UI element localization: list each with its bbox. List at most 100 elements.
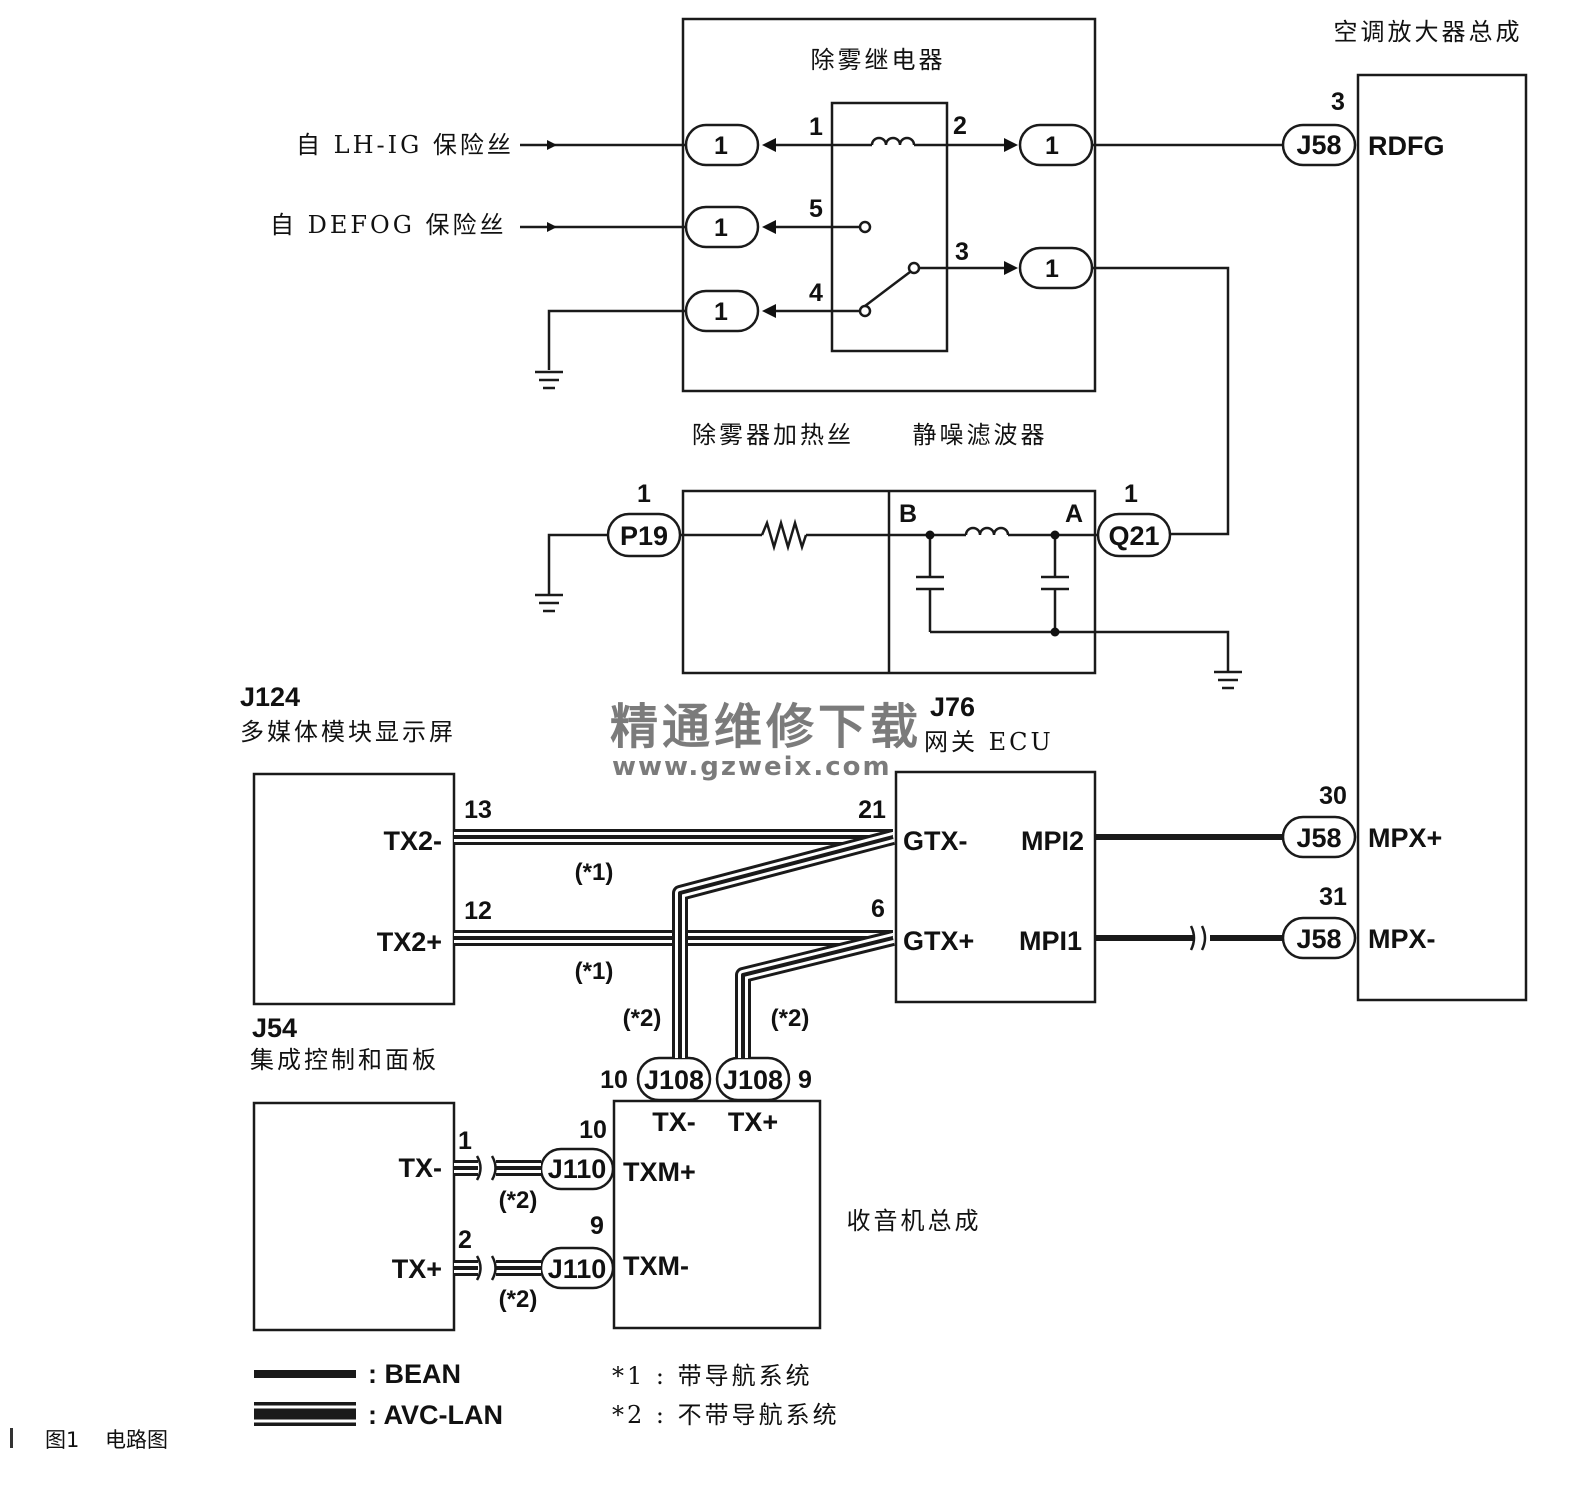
- gateway-signal-mpi2: MPI2: [1021, 826, 1084, 856]
- q21-pin-number: 1: [1124, 480, 1138, 508]
- gateway-code: J76: [930, 692, 975, 722]
- defog-source-label: 自 DEFOG 保险丝: [270, 211, 507, 239]
- j110-label: J110: [548, 1154, 607, 1184]
- relay-connector-5: [684, 205, 760, 249]
- control-panel-box: [252, 1101, 456, 1332]
- relay-switch-blade: [864, 271, 911, 307]
- p19-pin-number: 1: [637, 480, 651, 508]
- filter-ground-wire: [930, 630, 1230, 672]
- ground-symbols: [535, 370, 1242, 690]
- relay-coil: [870, 136, 916, 146]
- relay-contact-3: [907, 261, 921, 275]
- radio-signal-tx-minus: TX-: [652, 1107, 696, 1137]
- caption-figure-no: 图1: [45, 1428, 79, 1452]
- gateway-box: [894, 770, 1097, 1004]
- display-title: 多媒体模块显示屏: [240, 718, 456, 746]
- heater-resistor: [760, 518, 808, 552]
- j58-connector-rdfg: [1281, 123, 1357, 167]
- relay-connector-label: 1: [714, 298, 728, 326]
- filter-terminal-b: B: [899, 500, 917, 528]
- relay-pin-number: 5: [809, 195, 823, 223]
- gateway-signal-gtx-plus: GTX+: [903, 926, 974, 956]
- note-without-nav: (*2): [499, 1286, 538, 1313]
- legend-avc-lan-line: [254, 1402, 356, 1426]
- caption-bar: [10, 1428, 13, 1448]
- ac-amplifier-title: 空调放大器总成: [1334, 18, 1523, 46]
- note-with-nav: (*1): [575, 958, 614, 985]
- watermark-title: 精通维修下载: [610, 699, 922, 755]
- amp-pin-number: 3: [1331, 88, 1345, 116]
- j110-pin-number: 10: [579, 1116, 607, 1144]
- filter-coil: [964, 526, 1010, 536]
- j108-pin-number: 10: [600, 1066, 628, 1094]
- q21-label: Q21: [1108, 521, 1159, 551]
- note-without-nav: (*2): [623, 1005, 662, 1032]
- j110-label: J110: [548, 1254, 607, 1284]
- noise-filter-title: 静噪滤波器: [913, 421, 1048, 449]
- control-panel-pin-number: 1: [458, 1127, 472, 1155]
- heater-title: 除雾器加热丝: [692, 421, 854, 449]
- caption-title: 电路图: [105, 1428, 168, 1452]
- relay-connector-label: 1: [714, 214, 728, 242]
- p19-label: P19: [620, 521, 668, 551]
- control-panel-signal-tx-minus: TX-: [399, 1153, 443, 1183]
- control-panel-signal-tx-plus: TX+: [392, 1254, 442, 1284]
- relay-connector-label: 1: [714, 132, 728, 160]
- relay-contact-5: [858, 220, 872, 234]
- gateway-title: 网关 ECU: [924, 728, 1054, 756]
- amp-signal-mpx-minus: MPX-: [1368, 924, 1436, 954]
- amp-signal-mpx-plus: MPX+: [1368, 823, 1442, 853]
- gateway-pin-number: 6: [871, 895, 885, 923]
- control-panel-code: J54: [252, 1013, 297, 1043]
- j110-pin-number: 9: [590, 1212, 604, 1240]
- relay-pin-number: 3: [955, 238, 969, 266]
- j108-pin-number: 9: [798, 1066, 812, 1094]
- amp-signal-rdfg: RDFG: [1368, 131, 1445, 161]
- display-signal-tx2-minus: TX2-: [383, 826, 442, 856]
- display-pin-number: 12: [464, 897, 492, 925]
- ac-amplifier-box: [1356, 73, 1528, 1002]
- control-panel-title: 集成控制和面板: [250, 1046, 439, 1074]
- legend-note-1: *1 : 带导航系统: [612, 1362, 813, 1390]
- legend-note-2: *2 : 不带导航系统: [612, 1401, 840, 1429]
- watermark-url: www.gzweix.com: [612, 752, 892, 782]
- lh-ig-source-label: 自 LH-IG 保险丝: [296, 131, 514, 159]
- relay-connector-1: [684, 123, 760, 167]
- heater-ground-wire: [547, 533, 608, 595]
- control-panel-pin-number: 2: [458, 1226, 472, 1254]
- note-without-nav: (*2): [499, 1187, 538, 1214]
- radio-title: 收音机总成: [847, 1207, 982, 1235]
- note-with-nav: (*1): [575, 859, 614, 886]
- gateway-signal-mpi1: MPI1: [1019, 926, 1082, 956]
- j58-connector-mpx-minus: [1281, 916, 1357, 960]
- display-pin-number: 13: [464, 796, 492, 824]
- relay-connector-label: 1: [1045, 255, 1059, 283]
- display-code: J124: [240, 682, 300, 712]
- amp-pin-number: 30: [1319, 782, 1347, 810]
- j108-connector-tx-plus: [715, 1056, 791, 1102]
- gateway-pin-number: 21: [858, 796, 886, 824]
- legend-avc-lan-label: : AVC-LAN: [368, 1400, 503, 1430]
- radio-box: [612, 1099, 822, 1330]
- j108-label: J108: [723, 1065, 783, 1095]
- radio-signal-txm-plus: TXM+: [623, 1157, 696, 1187]
- relay-contact-4: [858, 304, 872, 318]
- relay-ground-wire: [547, 309, 686, 370]
- ground-icon: [1214, 670, 1242, 690]
- radio-signal-tx-plus: TX+: [728, 1107, 778, 1137]
- radio-signal-txm-minus: TXM-: [623, 1251, 689, 1281]
- relay-pin-number: 4: [809, 279, 823, 307]
- defog-relay-title: 除雾继电器: [811, 46, 946, 74]
- display-signal-tx2-plus: TX2+: [377, 927, 442, 957]
- gateway-signal-gtx-minus: GTX-: [903, 826, 968, 856]
- amp-pin-number: 31: [1319, 883, 1347, 911]
- relay-connector-4: [684, 289, 760, 333]
- j108-label: J108: [644, 1065, 704, 1095]
- filter-terminal-a: A: [1065, 500, 1083, 528]
- j58-label: J58: [1296, 130, 1341, 160]
- display-box: [252, 772, 456, 1006]
- j58-connector-mpx-plus: [1281, 815, 1357, 859]
- relay-pin-number: 2: [953, 112, 967, 140]
- wire-break-mark: [1189, 925, 1207, 951]
